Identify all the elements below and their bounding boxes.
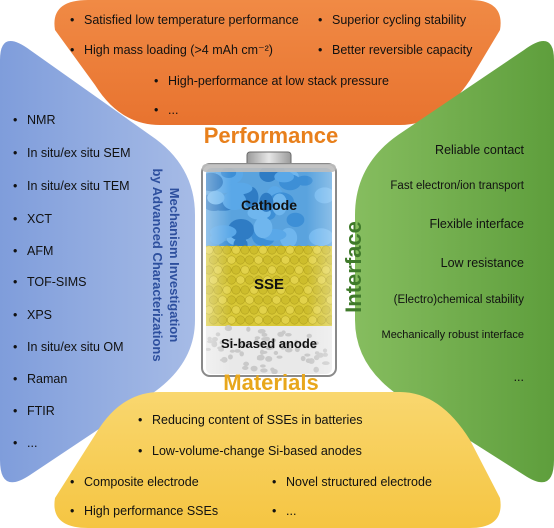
performance-item: Superior cycling stability	[318, 13, 466, 28]
interface-item: Fast electron/ion transport	[390, 180, 524, 192]
performance-panel	[54, 0, 501, 125]
battery-illustration: Cathode SSE Si-based anode	[201, 151, 337, 377]
interface-item: (Electro)chemical stability	[393, 294, 524, 306]
interface-item: Reliable contact	[435, 143, 524, 157]
interface-item: Mechanically robust interface	[381, 329, 524, 341]
interface-title: Interface	[341, 221, 366, 313]
characterization-item: XCT	[13, 212, 52, 227]
characterization-item: AFM	[13, 244, 54, 259]
characterization-item: FTIR	[13, 404, 55, 419]
characterization-item: XPS	[13, 308, 52, 323]
characterization-title-line2: by Advanced Characterizations	[150, 168, 165, 361]
characterization-item: In situ/ex situ OM	[13, 340, 123, 355]
performance-title: Performance	[204, 123, 339, 148]
performance-item: Better reversible capacity	[318, 43, 472, 58]
interface-item: ...	[513, 370, 524, 384]
materials-item: Reducing content of SSEs in batteries	[138, 413, 363, 428]
performance-item: High mass loading (>4 mAh cm⁻²)	[70, 43, 273, 58]
materials-item: High performance SSEs	[70, 504, 218, 519]
interface-item: Low resistance	[440, 256, 524, 270]
characterization-item: In situ/ex situ TEM	[13, 179, 130, 194]
performance-item: Satisfied low temperature performance	[70, 13, 299, 28]
characterization-item: TOF-SIMS	[13, 275, 86, 290]
characterization-item: NMR	[13, 113, 56, 128]
materials-item: ...	[271, 504, 296, 519]
performance-item: High-performance at low stack pressure	[154, 74, 389, 89]
characterization-item: In situ/ex situ SEM	[13, 146, 130, 161]
sse-label: SSE	[254, 276, 284, 293]
materials-item: Low-volume-change Si-based anodes	[138, 444, 362, 459]
materials-title: Materials	[223, 370, 318, 395]
materials-item: Novel structured electrode	[272, 475, 432, 490]
materials-item: Composite electrode	[70, 475, 199, 490]
interface-panel	[355, 41, 554, 483]
anode-label: Si-based anode	[221, 336, 317, 351]
characterization-item: ...	[12, 436, 37, 451]
interface-item: Flexible interface	[429, 217, 525, 231]
characterization-item: Raman	[13, 372, 67, 387]
cathode-label: Cathode	[241, 197, 297, 213]
performance-item: ...	[153, 103, 178, 118]
characterization-title-line1: Mechanism Investigation	[167, 188, 182, 343]
